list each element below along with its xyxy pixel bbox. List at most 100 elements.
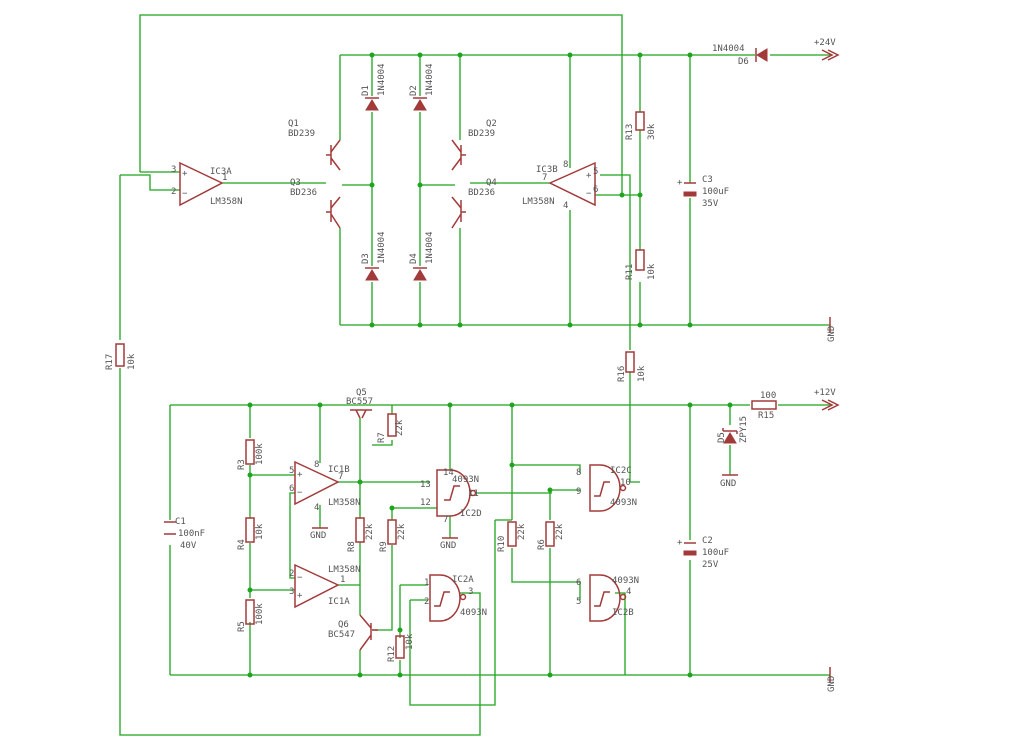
ic3b-pin-8: 8 — [563, 160, 568, 170]
r12-name: R12 — [387, 646, 397, 662]
ic2a-value: 4093N — [460, 608, 487, 618]
opamp-ic1a: −+ 2 3 1 LM358N IC1A — [289, 563, 361, 609]
d5-name: D5 — [717, 432, 727, 443]
r6-value: 22k — [555, 523, 565, 540]
transistor-q4: Q4 BD236 — [451, 178, 497, 229]
c3-value: 100uF — [702, 187, 729, 197]
r7-name: R7 — [377, 432, 387, 443]
ic2c-pin-10: 10 — [620, 478, 631, 488]
ic2a-pin-3: 3 — [468, 587, 473, 597]
r7-value: 22k — [395, 419, 405, 436]
ic2a-pin-1: 1 — [424, 578, 429, 588]
gnd-top: GND — [827, 317, 837, 342]
r17-value: 10k — [127, 353, 137, 370]
resistor-r8: R8 22k — [347, 517, 375, 552]
d1-name: D1 — [361, 85, 371, 96]
resistor-r5: R5 100k — [237, 599, 265, 632]
svg-text:−: − — [182, 189, 188, 199]
ic3a-pin-2: 2 — [171, 187, 176, 197]
resistor-r3: R3 100k — [237, 439, 265, 470]
ic2b-pin-4: 4 — [626, 587, 631, 597]
ic2c-pin-8: 8 — [576, 468, 581, 478]
r11-value: 10k — [647, 263, 657, 280]
ic1b-name: IC1B — [328, 465, 350, 475]
svg-text:+: + — [677, 178, 683, 188]
nand-ic2c: 8 9 10 IC2C 4093N — [576, 464, 637, 512]
wires — [119, 14, 830, 736]
resistor-r12: R12 10k — [387, 633, 415, 662]
ic1a-pin-2: 2 — [289, 569, 294, 579]
ic1a-name: IC1A — [328, 597, 350, 607]
diode-d3: D3 1N4004 — [361, 231, 387, 281]
nand-ic2b: 6 5 4 4093N IC2B — [576, 574, 639, 622]
resistor-r17: R17 10k — [105, 343, 137, 370]
svg-text:+: + — [677, 538, 683, 548]
svg-text:−: − — [297, 488, 303, 498]
ic1b-value: LM358N — [328, 498, 361, 508]
svg-text:−: − — [586, 189, 592, 199]
transistor-q3: Q3 BD236 — [290, 178, 341, 229]
svg-text:+: + — [297, 591, 303, 601]
d2-value: 1N4004 — [425, 63, 435, 96]
ic2d-pin-13: 13 — [420, 480, 431, 490]
q6-name: Q6 — [338, 620, 349, 630]
c3-name: C3 — [702, 175, 713, 185]
transistor-q6: Q6 BC547 — [328, 614, 378, 651]
ic1b-pin-4: 4 — [314, 503, 319, 513]
ic1b-pin-6: 6 — [289, 484, 294, 494]
r15-name: R15 — [758, 411, 774, 421]
r13-name: R13 — [625, 124, 635, 140]
gnd-ic2-label: GND — [440, 541, 456, 551]
ic2d-pin-12: 12 — [420, 498, 431, 508]
q2-name: Q2 — [486, 119, 497, 129]
opamp-ic3a: +− 3 2 1 IC3A LM358N — [171, 161, 243, 207]
q5-value: BC557 — [346, 397, 373, 407]
c1-name: C1 — [175, 517, 186, 527]
resistor-r9: R9 22k — [379, 519, 407, 552]
d2-name: D2 — [409, 85, 419, 96]
ic2d-name: IC2D — [460, 509, 482, 519]
ic3a-pin-1: 1 — [222, 173, 227, 183]
svg-text:−: − — [297, 573, 303, 583]
gnd-bottom: GND — [827, 667, 837, 692]
r12-value: 10k — [405, 633, 415, 650]
d6-name: D6 — [738, 57, 749, 67]
capacitor-c2: + C2 100uF 25V — [677, 536, 729, 570]
ic2c-name: IC2C — [610, 466, 632, 476]
ic1a-value: LM358N — [328, 565, 361, 575]
q4-value: BD236 — [468, 188, 495, 198]
ic2d-value: 4093N — [452, 475, 479, 485]
ic1b-pin-8: 8 — [314, 460, 319, 470]
r4-name: R4 — [237, 539, 247, 550]
ic2b-pin-6: 6 — [576, 578, 581, 588]
ic2b-name: IC2B — [612, 608, 634, 618]
resistor-r4: R4 10k — [237, 517, 265, 550]
zener-d5: D5 ZPY15 — [717, 416, 749, 444]
ic3a-value: LM358N — [210, 197, 243, 207]
d4-value: 1N4004 — [425, 231, 435, 264]
ic1b-pin-5: 5 — [289, 466, 294, 476]
c2-voltage: 25V — [702, 560, 719, 570]
r16-value: 10k — [637, 365, 647, 382]
gnd-ic1-label: GND — [310, 531, 326, 541]
c2-value: 100uF — [702, 548, 729, 558]
ic1a-pin-3: 3 — [289, 587, 294, 597]
ic2d-pin-14: 14 — [443, 468, 454, 478]
diode-d6: 1N4004 D6 — [712, 44, 768, 67]
d1-value: 1N4004 — [377, 63, 387, 96]
q5-name: Q5 — [356, 388, 367, 398]
ic3a-pin-3: 3 — [171, 165, 176, 175]
resistor-r6: R6 22k — [537, 521, 565, 550]
diode-d4: D4 1N4004 — [409, 231, 435, 281]
r4-value: 10k — [255, 523, 265, 540]
ic2c-value: 4093N — [610, 498, 637, 508]
r10-value: 22k — [517, 523, 527, 540]
r9-name: R9 — [379, 541, 389, 552]
q1-name: Q1 — [288, 119, 299, 129]
junctions — [247, 52, 733, 678]
r13-value: 30k — [647, 123, 657, 140]
ic3a-name: IC3A — [210, 167, 232, 177]
resistor-r16: R16 10k — [617, 351, 647, 382]
q3-name: Q3 — [290, 178, 301, 188]
